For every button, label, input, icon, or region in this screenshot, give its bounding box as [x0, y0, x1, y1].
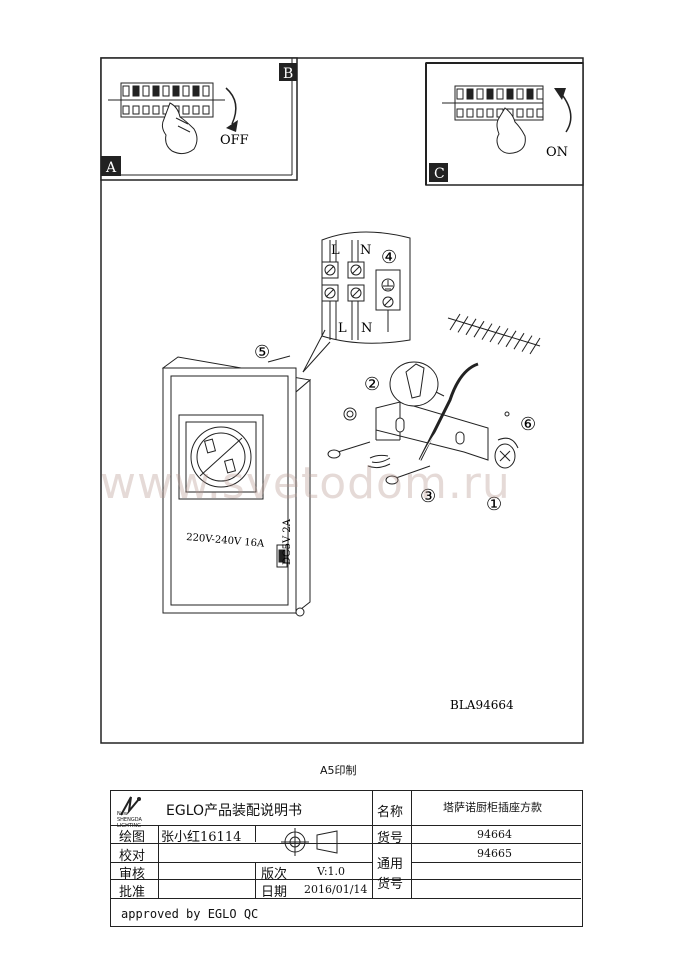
- terminal-n-top: N: [360, 243, 371, 258]
- item-label: 货号: [377, 831, 404, 846]
- panel-b-letter: B: [283, 66, 293, 82]
- terminal-block: [302, 231, 411, 373]
- hand-icon: [496, 107, 526, 154]
- panel-a-letter: A: [105, 160, 117, 176]
- mounting-bracket: [343, 401, 489, 461]
- drawn-value: 张小红16114: [161, 830, 242, 845]
- step-6-label: ⑥: [520, 414, 536, 435]
- step-1-label: ①: [486, 494, 502, 515]
- usb-rating: DC5V 2A: [282, 518, 293, 565]
- step-2-label: ②: [364, 374, 380, 395]
- terminal-n-bottom: N: [361, 321, 372, 336]
- projection-symbol-icon: [281, 827, 341, 860]
- wall-hatch: [447, 313, 541, 355]
- item-value: 94664: [477, 828, 512, 841]
- cover-cap-icon: [494, 411, 519, 469]
- brand-logo-text: New SHENGDA LIGHTING: [117, 811, 142, 829]
- screw-icon: [327, 441, 431, 485]
- date-label: 日期: [261, 885, 288, 900]
- off-arrow-icon: [225, 87, 237, 125]
- step-4-label: ④: [381, 247, 397, 268]
- general-label: 通用: [377, 857, 404, 872]
- panel-on: C ON: [425, 62, 584, 186]
- panel-c-letter: C: [434, 166, 445, 182]
- off-label: OFF: [220, 133, 249, 148]
- model-code: BLA94664: [450, 698, 514, 712]
- brand-logo: [117, 793, 149, 826]
- step-5-label: ⑤: [254, 342, 270, 363]
- check-label: 校对: [119, 849, 146, 864]
- version-label: 版次: [261, 867, 288, 882]
- wall-plug-icon: [389, 361, 445, 407]
- hand-icon: [161, 102, 198, 155]
- approve-label: 批准: [119, 885, 146, 900]
- socket-box: [161, 356, 312, 617]
- drawing-frame: [100, 57, 584, 744]
- terminal-l-bottom: L: [338, 321, 347, 336]
- name-label: 名称: [377, 805, 404, 820]
- date-value: 2016/01/14: [304, 883, 368, 896]
- watermark: www.svetodom.ru: [100, 458, 511, 509]
- document-title: EGLO产品装配说明书: [166, 803, 303, 819]
- title-block: New SHENGDA LIGHTING EGLO产品装配说明书 名称 塔萨诺厨…: [110, 790, 583, 927]
- general-label-2: 货号: [377, 877, 404, 892]
- approved-by: approved by EGLO QC: [121, 907, 259, 921]
- name-value: 塔萨诺厨柜插座方款: [443, 801, 542, 814]
- panel-off: B A OFF: [100, 57, 298, 181]
- review-label: 审核: [119, 867, 146, 882]
- print-size-label: A5印制: [320, 764, 357, 777]
- step-3-label: ③: [420, 486, 436, 507]
- terminal-l-top: L: [331, 243, 340, 258]
- cable: [418, 362, 479, 461]
- assembly-diagram: B A OFF C ON: [100, 57, 584, 744]
- on-label: ON: [546, 145, 568, 160]
- drawn-label: 绘图: [119, 830, 146, 845]
- general-value: 94665: [477, 847, 512, 860]
- version-value: V:1.0: [317, 865, 346, 878]
